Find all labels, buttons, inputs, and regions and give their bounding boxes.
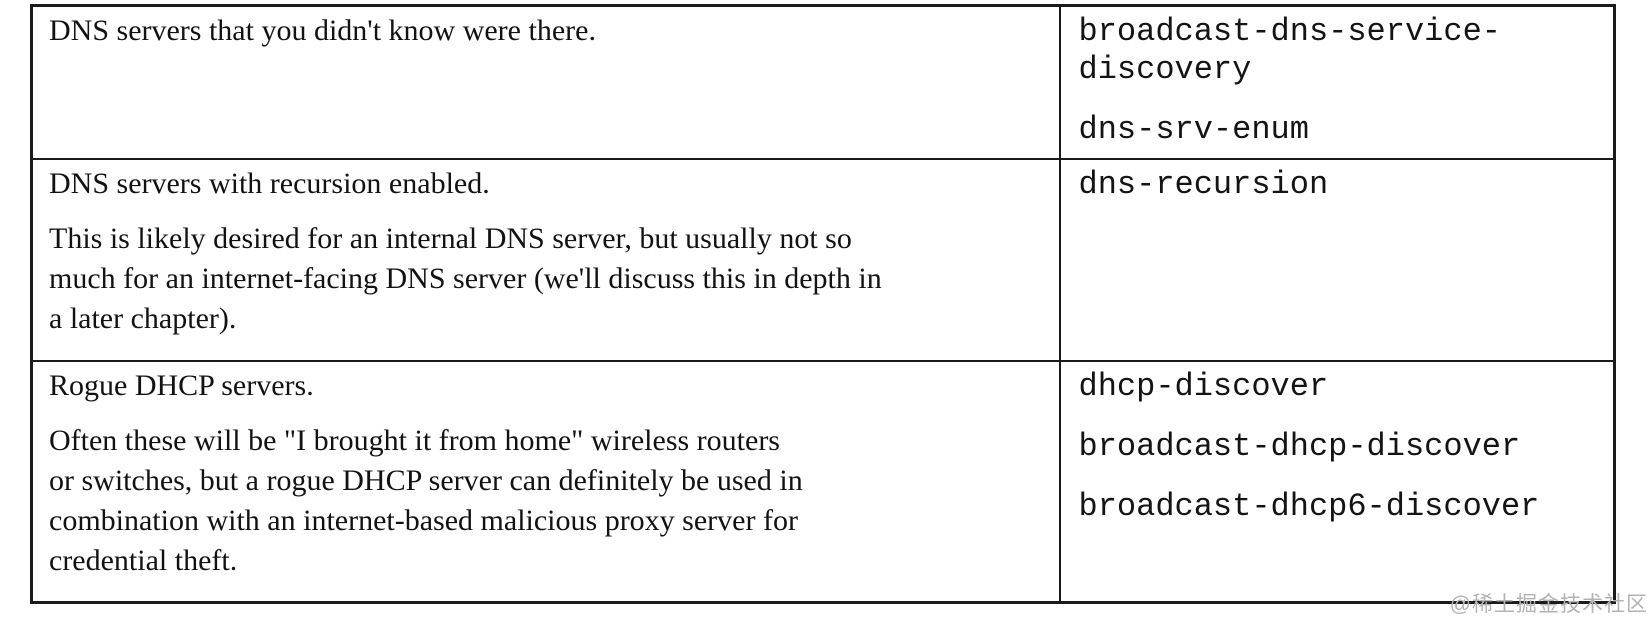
table-row: DNS servers that you didn't know were th… xyxy=(30,4,1616,160)
script-name: dhcp-discover xyxy=(1078,367,1329,405)
watermark: @稀土掘金技术社区 xyxy=(1449,593,1648,616)
row-detail: This is likely desired for an internal D… xyxy=(49,221,882,335)
row-description: DNS servers that you didn't know were th… xyxy=(49,14,596,47)
script-name: broadcast-dhcp6-discover xyxy=(1078,487,1540,525)
script-name: broadcast-dns-service-discovery xyxy=(1078,13,1501,88)
table-row: Rogue DHCP servers. Often these will be … xyxy=(30,359,1616,604)
table-row: DNS servers with recursion enabled. This… xyxy=(30,157,1616,362)
description-cell: DNS servers that you didn't know were th… xyxy=(30,4,1061,160)
scripts-cell: broadcast-dns-service-discovery dns-srv-… xyxy=(1058,4,1616,160)
scripts-cell: dhcp-discover broadcast-dhcp-discover br… xyxy=(1058,359,1616,604)
script-name: dns-srv-enum xyxy=(1078,111,1309,148)
row-detail: Often these will be "I brought it from h… xyxy=(49,423,803,577)
nmap-scripts-table: DNS servers that you didn't know were th… xyxy=(30,4,1616,604)
script-name: dns-recursion xyxy=(1078,165,1329,203)
scripts-cell: dns-recursion xyxy=(1058,157,1616,362)
script-name: broadcast-dhcp-discover xyxy=(1078,427,1521,465)
description-cell: Rogue DHCP servers. Often these will be … xyxy=(30,359,1061,604)
row-description: DNS servers with recursion enabled. xyxy=(49,166,490,200)
row-description: Rogue DHCP servers. xyxy=(49,368,314,402)
description-cell: DNS servers with recursion enabled. This… xyxy=(30,157,1061,362)
